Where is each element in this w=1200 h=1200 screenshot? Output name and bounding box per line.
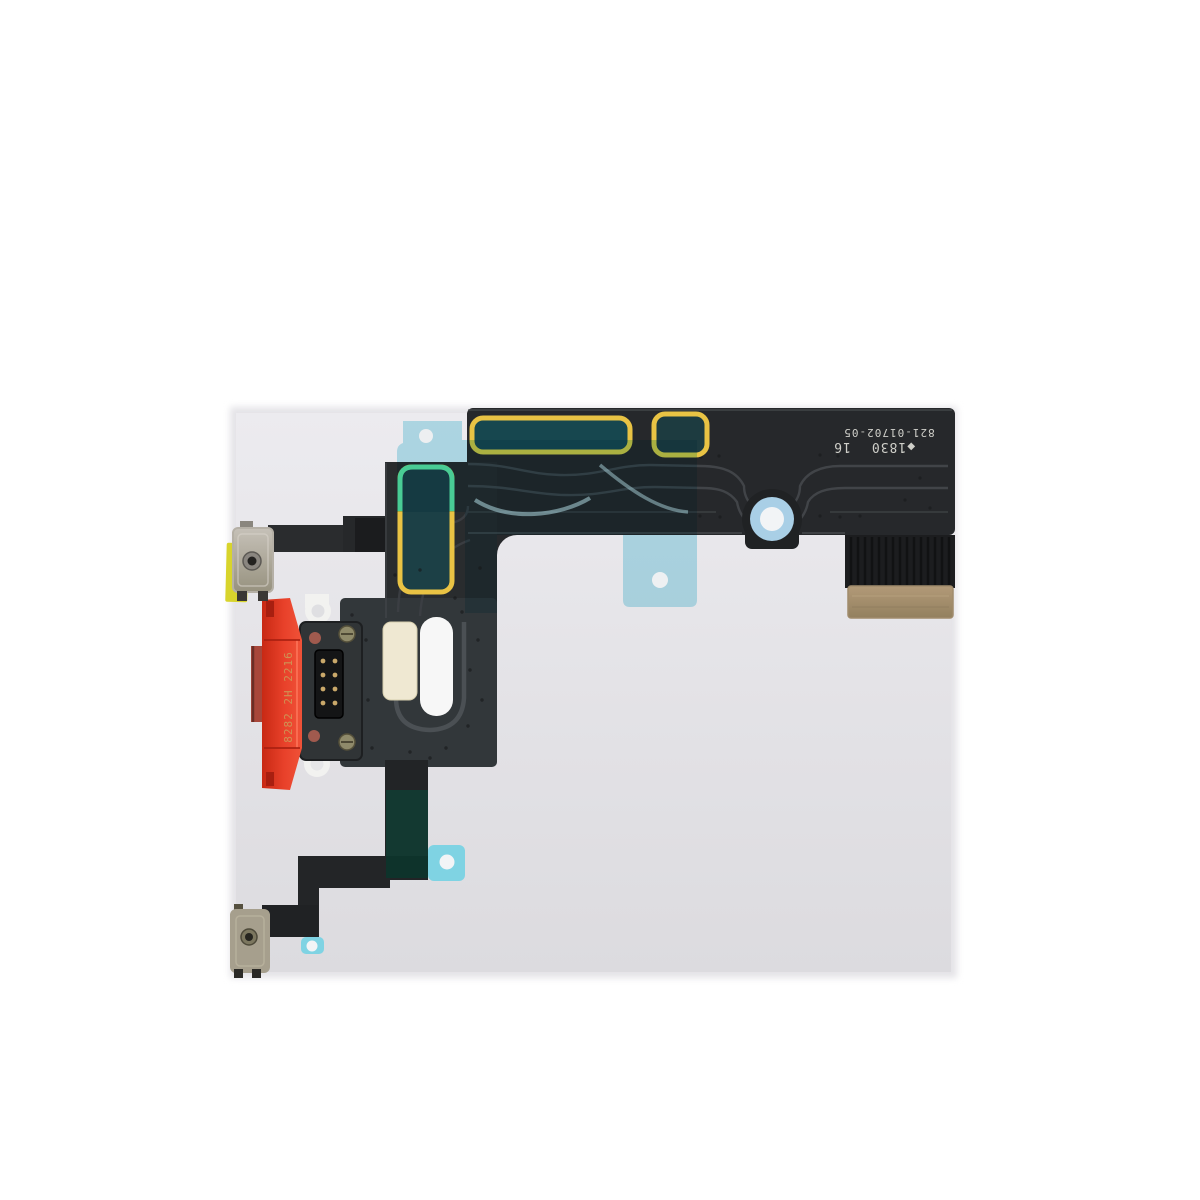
bracket-bottom-foot-left [234, 969, 243, 978]
bracket-top-inner [237, 533, 269, 587]
mic-arm-dark-band [355, 518, 385, 552]
film-hole-top [419, 429, 433, 443]
gasket-vertical-mint-overlay [397, 464, 455, 511]
bracket-top-tab [240, 521, 253, 530]
adhesive-film-cyan [397, 421, 697, 613]
flex-screw-hole [742, 489, 802, 549]
port-connector-block [299, 621, 363, 761]
bracket-top-foot-right [258, 591, 268, 601]
housing-top-notch [266, 601, 274, 617]
plate-groove [393, 622, 467, 733]
screw-hole-center [760, 507, 784, 531]
marking-connector-code: 8282 2H 2216 [282, 651, 295, 742]
lightning-receptacle [314, 649, 344, 719]
flex-cable-body [262, 408, 955, 937]
flex-bracket-link [262, 905, 318, 937]
plate-details [350, 566, 484, 760]
film-sheen-2 [598, 463, 689, 514]
cyan-tab-small-hole [306, 940, 318, 952]
marking-date-code: ◆1830 [871, 439, 915, 454]
adhesive-tabs-bottom [301, 845, 465, 954]
pull-tab-top [305, 594, 331, 624]
bracket-bottom-inner [235, 915, 265, 967]
flex-markings: 821-01702-05 ◆1830 16 [833, 426, 935, 454]
film-hole-right-tab [652, 572, 668, 588]
bracket-bottom-tab [234, 904, 243, 912]
lightning-connector-red: 8282 2H 2216 [251, 598, 302, 790]
pull-tab-top-hole [311, 604, 325, 618]
marking-board-number: 821-01702-05 [843, 426, 934, 439]
connector-red-housing [262, 598, 302, 790]
housing-bottom-notch [266, 772, 274, 786]
seal-dot-bottom [308, 730, 320, 742]
microphone-bracket-top [232, 521, 274, 601]
flex-inner-corner [497, 535, 517, 555]
microphone-bracket-bottom [230, 904, 270, 978]
plate-white-slot [420, 617, 453, 716]
adhesive-green-panel-bottom [386, 856, 428, 878]
housing-seams [264, 639, 300, 749]
tail-ribs [849, 537, 951, 585]
charging-port-plate [340, 598, 497, 767]
cream-adhesive-pad [382, 621, 418, 701]
seal-dot-top [309, 632, 321, 644]
bracket-top-foot-left [237, 591, 247, 601]
bracket-bottom-foot-right [252, 969, 261, 978]
receptacle-pins [320, 658, 338, 706]
marking-revision: 16 [833, 439, 851, 454]
bracket-bottom-hole [245, 933, 253, 941]
bracket-top-hole [247, 556, 257, 566]
film-sheen-1 [473, 496, 592, 517]
cyan-tab-mid-hole [439, 854, 455, 870]
gold-contact-pad [847, 585, 954, 619]
plate-dots [350, 566, 484, 760]
